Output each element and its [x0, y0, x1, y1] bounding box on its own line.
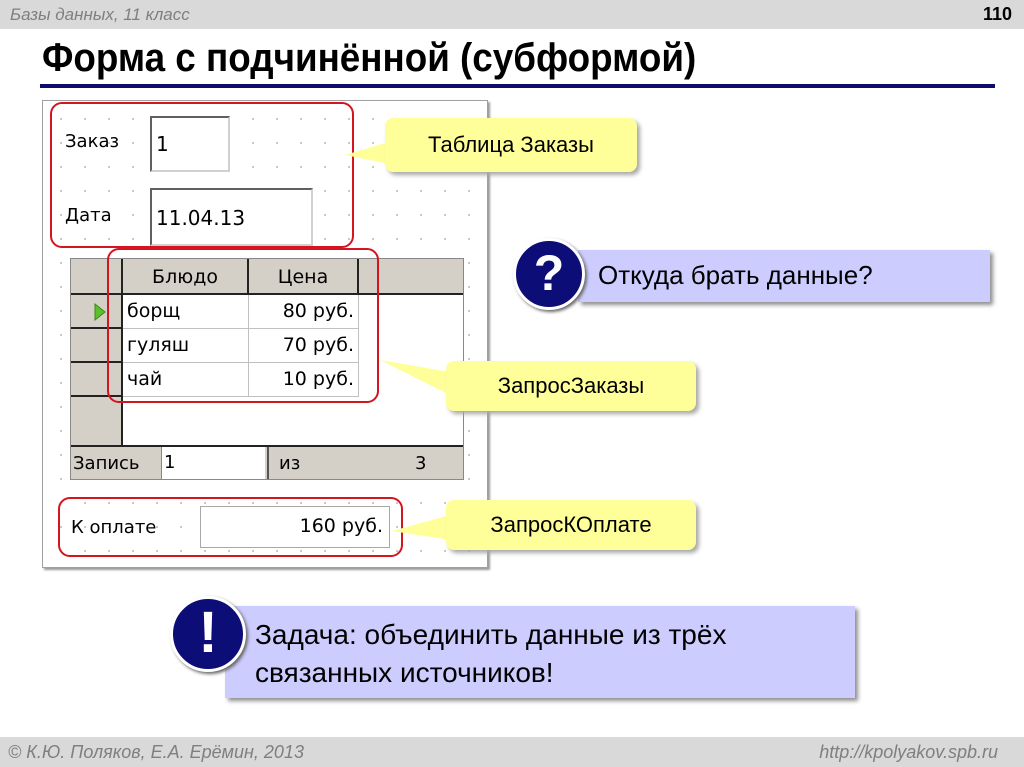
task-box: Задача: объединить данные из трёх связан… — [225, 606, 855, 698]
access-form: Заказ 1 Дата 11.04.13 Блюдо Цена борщ 80… — [42, 100, 488, 568]
slide-header: Базы данных, 11 класс 110 — [0, 0, 1024, 29]
cell-price[interactable]: 10 руб. — [249, 363, 359, 397]
site-link[interactable]: http://kpolyakov.spb.ru — [819, 742, 998, 762]
page-title: Форма с подчинённой (субформой) — [42, 36, 697, 80]
order-field[interactable]: 1 — [150, 116, 230, 172]
date-label: Дата — [65, 205, 112, 226]
grid-corner — [71, 259, 123, 295]
record-number-input[interactable]: 1 — [161, 447, 265, 479]
payment-field[interactable]: 160 руб. — [200, 506, 390, 548]
column-header-dish[interactable]: Блюдо — [123, 259, 249, 295]
slide-footer: © К.Ю. Поляков, Е.А. Ерёмин, 2013 http:/… — [0, 737, 1024, 767]
payment-label: К оплате — [71, 517, 157, 538]
highlight-payment — [58, 497, 403, 557]
subform-grid: Блюдо Цена борщ 80 руб. гуляш 70 руб. ча… — [70, 258, 464, 480]
record-label: Запись — [73, 453, 140, 474]
task-line-1: Задача: объединить данные из трёх — [255, 619, 727, 650]
row-selector-new[interactable] — [71, 397, 123, 445]
record-navigator: Запись 1 из 3 — [71, 445, 463, 479]
slide-number: 110 — [982, 4, 1012, 24]
exclamation-icon: ! — [170, 596, 246, 672]
row-selector[interactable] — [71, 329, 123, 363]
current-record-icon — [94, 302, 106, 322]
callout-orders-table: Таблица Заказы — [385, 118, 637, 172]
nav-divider — [267, 447, 269, 479]
date-field[interactable]: 11.04.13 — [150, 188, 313, 246]
cell-dish[interactable]: гуляш — [123, 329, 249, 363]
row-selector[interactable] — [71, 295, 123, 329]
order-label: Заказ — [65, 131, 120, 152]
cell-price[interactable]: 80 руб. — [249, 295, 359, 329]
of-label: из — [279, 453, 301, 474]
question-icon: ? — [513, 238, 585, 310]
grid-header-filler — [359, 259, 463, 295]
highlight-orders-table — [50, 102, 354, 248]
callout-payment-query: ЗапросКОплате — [446, 500, 696, 550]
callout-orders-query: ЗапросЗаказы — [446, 361, 696, 411]
title-divider — [40, 84, 995, 88]
cell-dish[interactable]: чай — [123, 363, 249, 397]
task-line-2: связанных источников! — [255, 657, 554, 688]
cell-dish[interactable]: борщ — [123, 295, 249, 329]
cell-price[interactable]: 70 руб. — [249, 329, 359, 363]
highlight-subform — [107, 248, 379, 403]
breadcrumb: Базы данных, 11 класс — [10, 5, 190, 24]
question-box: Откуда брать данные? — [578, 250, 990, 302]
copyright: © К.Ю. Поляков, Е.А. Ерёмин, 2013 — [8, 742, 304, 762]
column-header-price[interactable]: Цена — [249, 259, 359, 295]
record-total: 3 — [415, 453, 427, 474]
